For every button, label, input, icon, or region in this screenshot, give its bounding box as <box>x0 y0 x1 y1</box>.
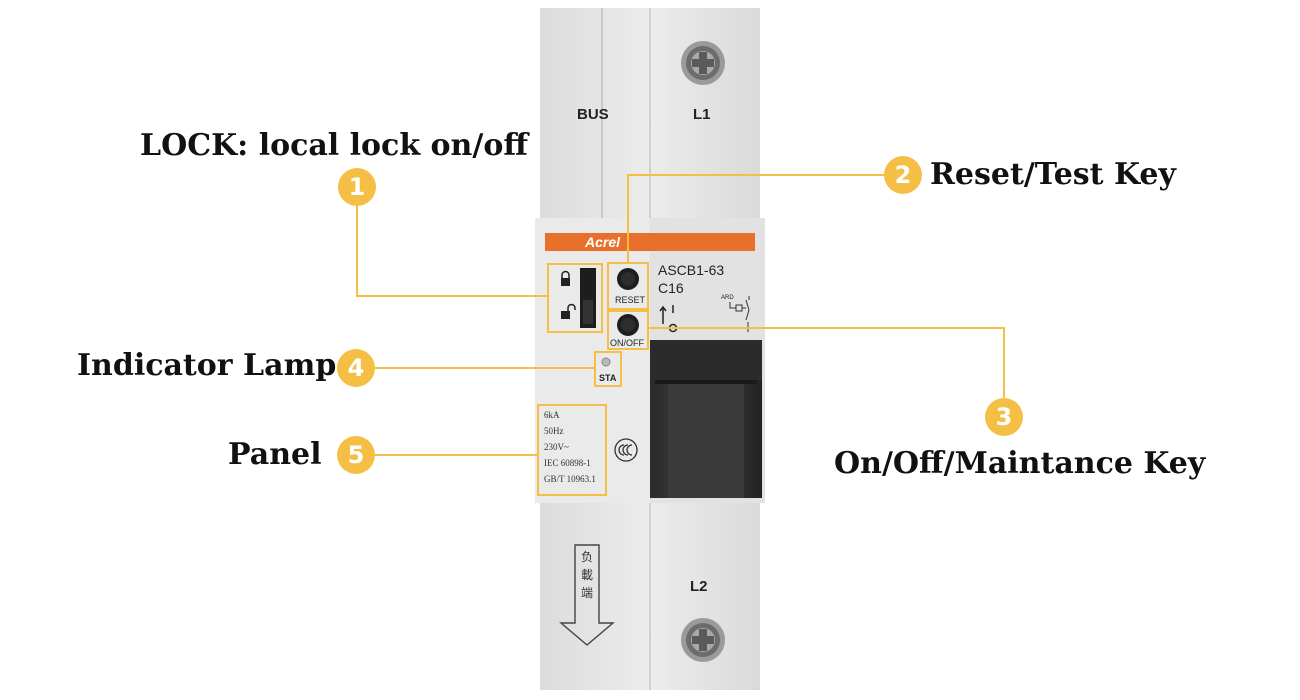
indicator-lamp <box>601 357 611 367</box>
callout-badge-1: 1 <box>338 168 376 206</box>
callout-badge-5: 5 <box>337 436 375 474</box>
callout-label-onoff-key: On/Off/Maintance Key <box>834 446 1206 481</box>
callout-label-panel: Panel <box>228 437 322 472</box>
callout-label-lock: LOCK: local lock on/off <box>140 128 528 163</box>
brand-strip <box>545 233 755 251</box>
leader-line-2 <box>627 174 886 263</box>
leader-line-1 <box>356 200 548 297</box>
spec-line: 50Hz <box>544 426 564 436</box>
load-side-char: 负 <box>580 550 593 564</box>
sta-label: STA <box>599 373 617 383</box>
callout-badge-4: 4 <box>337 349 375 387</box>
callout-label-reset-test-key: Reset/Test Key <box>930 157 1176 192</box>
onoff-label: ON/OFF <box>610 338 644 348</box>
leader-line-3 <box>648 327 1005 398</box>
terminal-label-l2: L2 <box>690 578 708 595</box>
terminal-label-l1: L1 <box>693 106 711 123</box>
spec-line: IEC 60898-1 <box>544 458 591 468</box>
highlight-box-lock <box>547 263 603 333</box>
screw-terminal-l1-icon <box>681 41 725 85</box>
brand-logo-text: Acrel <box>585 234 621 250</box>
callout-label-indicator-lamp: Indicator Lamp <box>77 348 337 383</box>
spec-line: GB/T 10963.1 <box>544 474 596 484</box>
screw-terminal-l2-icon <box>681 618 725 662</box>
spec-line: 6kA <box>544 410 560 420</box>
callout-badge-2: 2 <box>884 156 922 194</box>
diagram-label: ARD <box>721 295 734 301</box>
terminal-label-bus: BUS <box>577 106 609 123</box>
spec-line: 230V~ <box>544 442 569 452</box>
load-side-text: 负 載 端 <box>579 548 595 602</box>
lock-open-icon <box>561 303 576 319</box>
load-side-char: 載 <box>580 568 593 582</box>
lock-closed-icon <box>561 270 570 286</box>
ccc-certification-icon <box>614 438 638 462</box>
load-side-char: 端 <box>580 586 593 600</box>
highlight-box-panel <box>537 404 607 496</box>
highlight-box-onoff <box>607 310 649 350</box>
load-side-arrow-icon <box>559 544 615 646</box>
reset-label: RESET <box>615 295 646 305</box>
callout-badge-3: 3 <box>985 398 1023 436</box>
spec-panel-text: 6kA 50Hz 230V~ IEC 60898-1 GB/T 10963.1 <box>544 407 596 487</box>
model-number: ASCB1-63 <box>658 262 725 278</box>
current-rating: C16 <box>658 280 684 296</box>
